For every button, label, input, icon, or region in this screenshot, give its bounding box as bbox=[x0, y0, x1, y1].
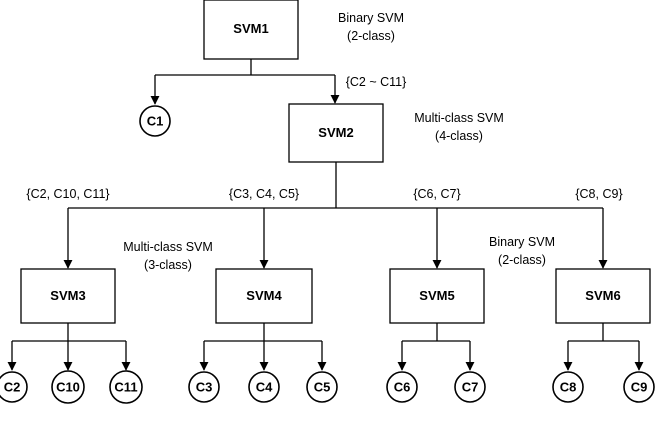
svm1-classes-note: (2-class) bbox=[347, 29, 395, 43]
edge-label-svm2: {C2 ~ C11} bbox=[346, 75, 407, 89]
c3-label: C3 bbox=[196, 380, 213, 395]
c6-circle bbox=[386, 371, 418, 403]
edge-label-svm6: {C8, C9} bbox=[575, 187, 622, 201]
c2-label: C2 bbox=[4, 380, 21, 395]
edge-label-svm5: {C6, C7} bbox=[413, 187, 460, 201]
svm56-type-note: Binary SVM bbox=[489, 235, 555, 249]
edge-label-svm3: {C2, C10, C11} bbox=[26, 187, 109, 201]
c11-label: C11 bbox=[114, 380, 137, 395]
c4-label: C4 bbox=[256, 380, 273, 395]
svm1-type-note: Binary SVM bbox=[338, 11, 404, 25]
c10-label: C10 bbox=[56, 380, 80, 395]
c5-circle bbox=[306, 371, 338, 403]
c5-label: C5 bbox=[314, 380, 331, 395]
svm56-classes-note: (2-class) bbox=[498, 253, 546, 267]
svm4-label: SVM4 bbox=[246, 288, 282, 303]
c1-label: C1 bbox=[147, 114, 164, 129]
c7-circle bbox=[454, 371, 486, 403]
c8-label: C8 bbox=[560, 380, 577, 395]
c3-circle bbox=[188, 371, 220, 403]
c2-circle bbox=[0, 371, 28, 403]
svm1-label: SVM1 bbox=[233, 21, 268, 36]
c9-circle bbox=[623, 371, 655, 403]
c8-circle bbox=[552, 371, 584, 403]
svm-nodes: SVM1 SVM2 SVM3 SVM4 SVM5 SVM6 bbox=[20, 0, 651, 324]
annotations: Binary SVM (2-class) Multi-class SVM (4-… bbox=[123, 11, 555, 272]
class-leaves: C1 C2 C10 C11 C3 C4 C5 C6 C7 C8 C9 bbox=[0, 105, 655, 404]
c4-circle bbox=[248, 371, 280, 403]
c1-circle bbox=[139, 105, 171, 137]
svm3-type-note: Multi-class SVM bbox=[123, 240, 213, 254]
svm1-box bbox=[203, 0, 299, 60]
svm5-label: SVM5 bbox=[419, 288, 454, 303]
c11-circle bbox=[109, 370, 143, 404]
svm3-classes-note: (3-class) bbox=[144, 258, 192, 272]
svm2-box bbox=[288, 103, 384, 163]
svm6-label: SVM6 bbox=[585, 288, 620, 303]
svm6-box bbox=[555, 268, 651, 324]
svm2-type-note: Multi-class SVM bbox=[414, 111, 504, 125]
edge-labels: {C2 ~ C11} {C2, C10, C11} {C3, C4, C5} {… bbox=[26, 75, 622, 201]
c6-label: C6 bbox=[394, 380, 411, 395]
svm4-box bbox=[215, 268, 313, 324]
svm3-box bbox=[20, 268, 116, 324]
edge-label-svm4: {C3, C4, C5} bbox=[229, 187, 299, 201]
svm2-label: SVM2 bbox=[318, 125, 353, 140]
svm2-classes-note: (4-class) bbox=[435, 129, 483, 143]
edges bbox=[7, 59, 644, 371]
c7-label: C7 bbox=[462, 380, 479, 395]
svm3-label: SVM3 bbox=[50, 288, 85, 303]
svm5-box bbox=[389, 268, 485, 324]
c10-circle bbox=[51, 370, 85, 404]
c9-label: C9 bbox=[631, 380, 648, 395]
